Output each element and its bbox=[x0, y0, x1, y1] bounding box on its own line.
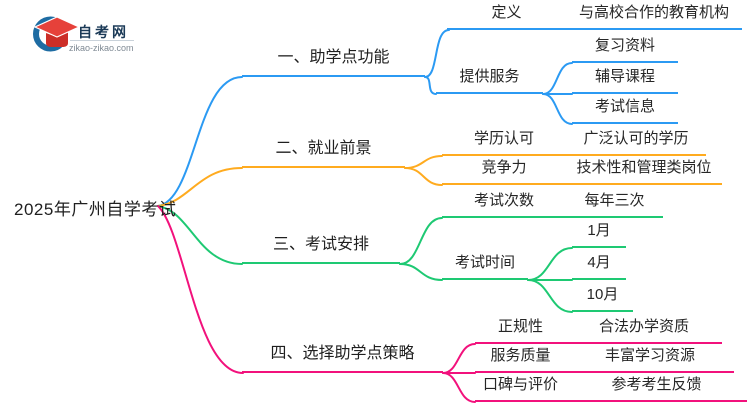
logo-domain: zikao-zikao.com bbox=[69, 43, 134, 53]
root-node: 2025年广州自学考试 bbox=[14, 200, 177, 219]
curve-branch3-frequency bbox=[399, 217, 443, 265]
curve-branch2-competitiveness bbox=[404, 167, 443, 186]
node-definition: 定义 bbox=[447, 4, 566, 30]
node-exam-info: 考试信息 bbox=[572, 98, 678, 124]
node-exam-times: 考试时间 bbox=[442, 254, 528, 280]
branch-choosing-strategy: 四、选择助学点策略 bbox=[242, 345, 443, 373]
branch-assistance-point-functions: 一、助学点功能 bbox=[242, 49, 425, 77]
node-services-provided: 提供服务 bbox=[436, 68, 543, 94]
node-reputation-value: 参考考生反馈 bbox=[566, 376, 747, 402]
node-competitiveness: 竞争力 bbox=[442, 159, 566, 185]
curve-branch1-services bbox=[424, 76, 437, 95]
branch-exam-arrangement: 三、考试安排 bbox=[242, 236, 400, 264]
curve-root-branch4 bbox=[157, 205, 244, 374]
curve-branch4-reputation bbox=[442, 372, 476, 403]
curve-branch4-legitimacy bbox=[442, 343, 476, 374]
branch-employment-prospects: 二、就业前景 bbox=[242, 140, 405, 168]
node-april: 4月 bbox=[572, 254, 626, 280]
node-degree-recognition-value: 广泛认可的学历 bbox=[566, 130, 706, 156]
node-legitimacy: 正规性 bbox=[475, 318, 566, 344]
curve-branch3-times bbox=[399, 263, 443, 281]
node-exam-frequency: 考试次数 bbox=[442, 192, 566, 218]
curve-times-january bbox=[527, 247, 573, 281]
node-competitiveness-value: 技术性和管理类岗位 bbox=[566, 159, 722, 185]
node-degree-recognition: 学历认可 bbox=[442, 130, 566, 156]
logo-divider bbox=[70, 40, 134, 41]
curve-times-october bbox=[527, 279, 573, 313]
curve-services-review bbox=[542, 62, 573, 95]
node-tutoring-courses: 辅导课程 bbox=[572, 68, 678, 94]
node-october: 10月 bbox=[572, 286, 633, 312]
node-service-quality: 服务质量 bbox=[475, 347, 566, 373]
logo-title: 自考网 bbox=[78, 24, 129, 40]
node-january: 1月 bbox=[572, 222, 626, 248]
node-service-quality-value: 丰富学习资源 bbox=[566, 347, 734, 373]
node-exam-frequency-value: 每年三次 bbox=[566, 192, 663, 218]
curve-branch2-recognition bbox=[404, 155, 443, 169]
site-logo: 自考网 zikao-zikao.com bbox=[28, 14, 148, 58]
node-definition-value: 与高校合作的教育机构 bbox=[566, 4, 742, 30]
node-review-materials: 复习资料 bbox=[572, 37, 678, 63]
graduation-cap-icon bbox=[33, 16, 81, 52]
node-reputation: 口碑与评价 bbox=[475, 376, 566, 402]
curve-services-examinfo bbox=[542, 93, 573, 125]
node-legitimacy-value: 合法办学资质 bbox=[566, 318, 722, 344]
curve-root-branch1 bbox=[157, 76, 243, 207]
